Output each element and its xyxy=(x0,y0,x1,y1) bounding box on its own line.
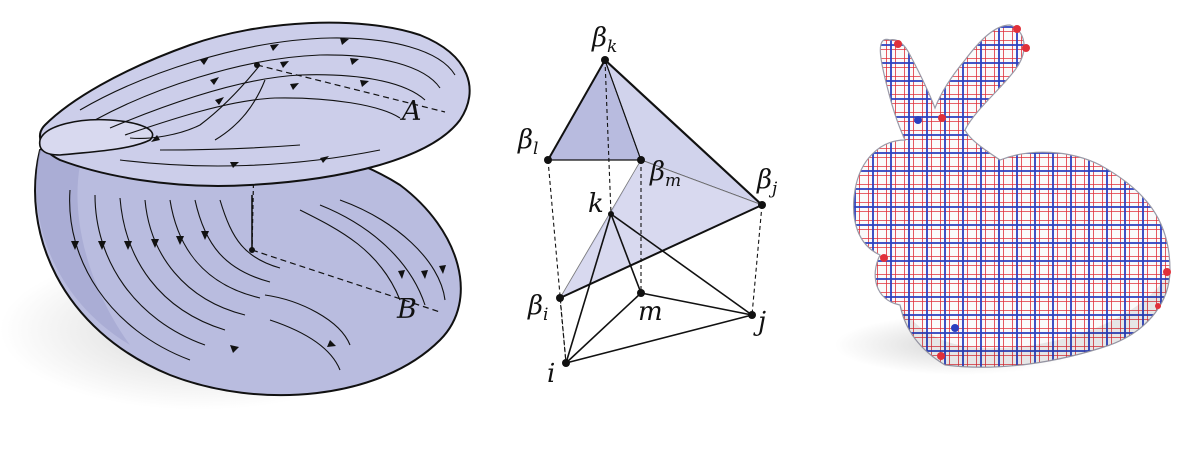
label-a: A xyxy=(399,96,422,127)
label-b: B xyxy=(396,294,417,325)
tetrahedron-panel: βk βl βm βj βi k m j i xyxy=(517,23,778,389)
label-i: i xyxy=(547,359,555,389)
bunny-panel xyxy=(835,25,1171,375)
label-beta-i: βi xyxy=(527,291,548,325)
helicoid-surface-panel: A B xyxy=(0,23,470,410)
label-m: m xyxy=(638,297,663,327)
label-k: k xyxy=(588,189,604,219)
label-beta-k: βk xyxy=(591,23,617,57)
label-j: j xyxy=(753,307,766,337)
label-beta-l: βl xyxy=(517,125,538,159)
label-beta-j: βj xyxy=(756,165,778,199)
